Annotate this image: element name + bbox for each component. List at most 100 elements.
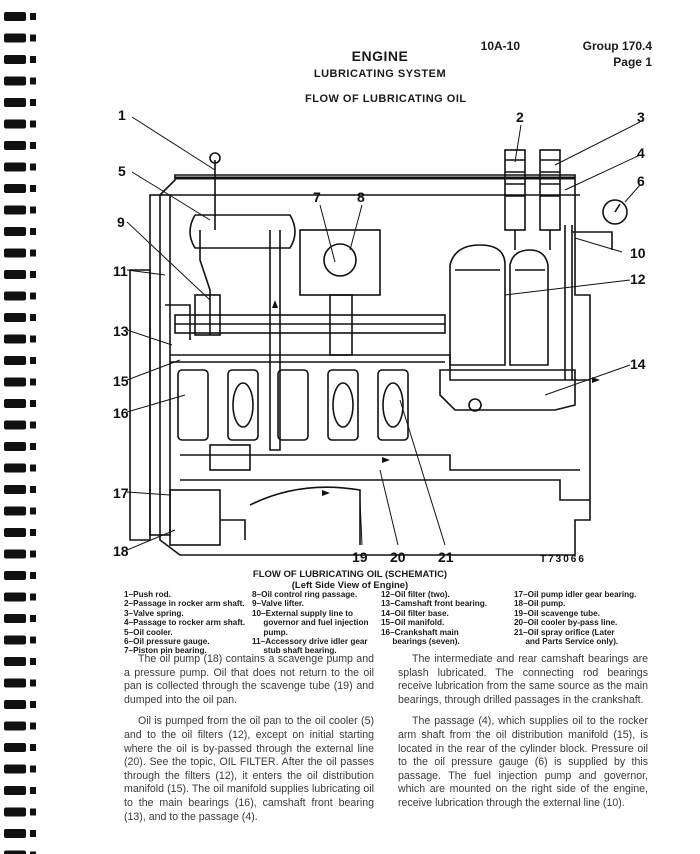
binding-ring <box>4 141 26 150</box>
callout-17: 17 <box>113 485 129 501</box>
legend-item: 21–Oil spray orifice (Later <box>514 627 615 637</box>
callout-1: 1 <box>118 107 126 123</box>
callout-7: 7 <box>313 189 321 205</box>
legend-item: 16–Crankshaft main <box>381 627 459 637</box>
legend-item: 4–Passage to rocker arm shaft. <box>124 618 246 628</box>
binding-hole <box>30 443 36 450</box>
binding-hole <box>30 851 36 854</box>
binding-ring <box>4 592 26 602</box>
legend-item: 10–External supply line to <box>252 608 354 618</box>
legend-column-2: 8–Oil control ring passage. 9–Valve lift… <box>252 590 368 656</box>
page-header-right: 10A-10 Group 170.4 Page 1 <box>481 38 652 70</box>
legend-item: 14–Oil filter base. <box>381 608 449 618</box>
binding-hole <box>30 529 36 536</box>
binding-ring <box>4 614 26 623</box>
binding-hole <box>30 636 36 644</box>
binding-hole <box>30 378 36 386</box>
binding-hole <box>30 56 36 63</box>
callout-21: 21 <box>438 549 454 565</box>
binding-ring <box>4 12 26 21</box>
binding-ring <box>4 162 26 172</box>
callout-2: 2 <box>516 109 524 125</box>
body-column-left: The oil pump (18) contains a scavenge pu… <box>124 653 374 832</box>
binding-hole <box>30 421 36 429</box>
binding-ring <box>4 485 26 494</box>
binding-hole <box>30 292 36 300</box>
binding-hole <box>30 486 36 493</box>
legend-item: stub shaft bearing. <box>252 646 337 656</box>
binding-hole <box>30 572 36 579</box>
lubrication-schematic: 1 2 3 4 5 6 7 8 9 10 11 12 13 14 15 16 1… <box>113 107 646 565</box>
binding-ring <box>4 786 26 795</box>
caption-title: FLOW OF LUBRICATING OIL (SCHEMATIC) <box>252 569 448 580</box>
binding-hole <box>30 185 36 192</box>
binding-hole <box>30 142 36 149</box>
binding-ring <box>4 248 26 258</box>
callout-16: 16 <box>113 405 129 421</box>
callout-9: 9 <box>117 214 125 230</box>
binding-hole <box>30 271 36 278</box>
binding-ring <box>4 205 26 215</box>
binding-hole <box>30 249 36 257</box>
binding-ring <box>4 399 26 408</box>
paragraph-oil-flow: Oil is pumped from the oil pan to the oi… <box>124 715 374 823</box>
binding-ring <box>4 377 26 387</box>
figure-title: FLOW OF LUBRICATING OIL <box>305 93 467 105</box>
binding-hole <box>30 808 36 816</box>
binding-hole <box>30 99 36 106</box>
binding-ring <box>4 227 26 236</box>
body-column-right: The intermediate and rear camshaft beari… <box>398 653 648 819</box>
legend-item: governor and fuel injection <box>252 618 369 628</box>
legend-item: 15–Oil manifold. <box>381 618 445 628</box>
callout-13: 13 <box>113 323 129 339</box>
paragraph-oil-pump: The oil pump (18) contains a scavenge pu… <box>124 653 374 706</box>
legend-item: and Parts Service only). <box>514 637 619 647</box>
callout-3: 3 <box>637 109 645 125</box>
paragraph-passage: The passage (4), which supplies oil to t… <box>398 715 648 809</box>
binding-ring <box>4 764 26 774</box>
binding-ring <box>4 700 26 709</box>
callout-20: 20 <box>390 549 406 565</box>
legend-item: 7–Piston pin bearing. <box>124 646 207 656</box>
legend-item: 18–Oil pump. <box>514 599 566 609</box>
binding-ring <box>4 291 26 301</box>
page-number: Page 1 <box>613 55 652 69</box>
group-number: Group 170.4 <box>582 39 652 53</box>
binding-ring <box>4 850 26 854</box>
legend-item: 2–Passage in rocker arm shaft. <box>124 599 245 609</box>
page-title: ENGINE LUBRICATING SYSTEM <box>290 48 470 80</box>
section-code: 10A-10 <box>480 39 520 53</box>
binding-ring <box>4 119 26 129</box>
binding-hole <box>30 228 36 235</box>
binding-ring <box>4 571 26 580</box>
binding-hole <box>30 357 36 364</box>
binding-hole <box>30 701 36 708</box>
binding-hole <box>30 206 36 214</box>
callout-6: 6 <box>637 173 645 189</box>
binding-hole <box>30 658 36 665</box>
binding-ring <box>4 807 26 817</box>
binding-ring <box>4 743 26 752</box>
legend-column-3: 12–Oil filter (two). 13–Camshaft front b… <box>381 590 487 646</box>
legend-item: bearings (seven). <box>381 637 460 647</box>
callout-12: 12 <box>630 271 646 287</box>
binding-ring <box>4 313 26 322</box>
legend-column-1: 1–Push rod. 2–Passage in rocker arm shaf… <box>124 590 245 656</box>
binding-hole <box>30 615 36 622</box>
binding-hole <box>30 787 36 794</box>
binding-ring <box>4 463 26 473</box>
legend-item: 11–Accessory drive idler gear <box>252 637 368 647</box>
binding-ring <box>4 33 26 43</box>
binding-hole <box>30 593 36 601</box>
paragraph-camshaft-bearings: The intermediate and rear camshaft beari… <box>398 653 648 706</box>
legend-item: 12–Oil filter (two). <box>381 590 450 599</box>
binding-hole <box>30 550 36 558</box>
binding-ring <box>4 334 26 344</box>
binding-ring <box>4 184 26 193</box>
binding-ring <box>4 76 26 86</box>
binding-ring <box>4 98 26 107</box>
legend-item: 8–Oil control ring passage. <box>252 590 358 599</box>
binding-ring <box>4 549 26 559</box>
binding-ring <box>4 356 26 365</box>
binding-ring <box>4 829 26 838</box>
